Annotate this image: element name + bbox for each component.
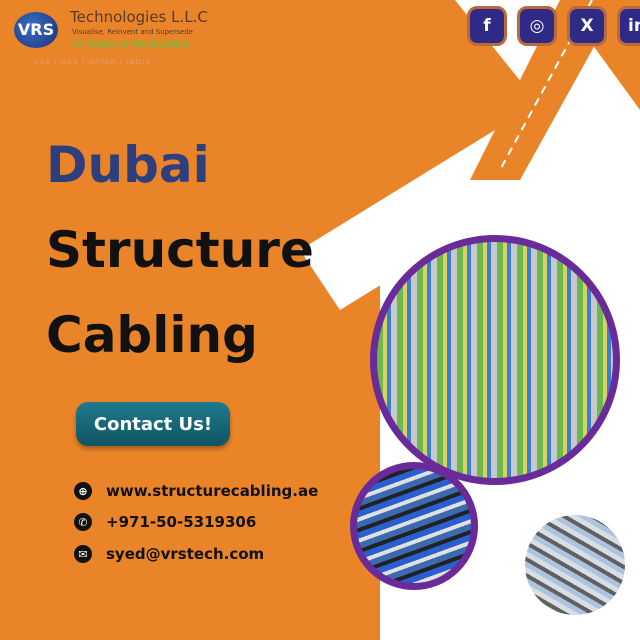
phone-text[interactable]: +971-50-5319306 <box>106 513 257 531</box>
globe-icon: ⊕ <box>74 482 92 500</box>
whatsapp-icon: ✆ <box>74 513 92 531</box>
contact-us-button[interactable]: Contact Us! <box>76 402 230 446</box>
website-text[interactable]: www.structurecabling.ae <box>106 482 319 500</box>
server-rack-photo <box>525 515 625 615</box>
company-logo: VRS Technologies L.L.C Visualise, Reinve… <box>6 4 236 70</box>
logo-globe: VRS <box>14 12 58 48</box>
cable-terminals-photo <box>370 235 620 485</box>
linkedin-icon[interactable]: in <box>617 6 640 46</box>
headline-structure: Structure <box>46 221 314 279</box>
company-name: Technologies L.L.C <box>70 8 208 26</box>
website-item[interactable]: ⊕ www.structurecabling.ae <box>74 482 318 500</box>
email-item[interactable]: ✉ syed@vrstech.com <box>74 545 264 563</box>
email-icon: ✉ <box>74 545 92 563</box>
email-text[interactable]: syed@vrstech.com <box>106 545 265 563</box>
x-icon[interactable]: X <box>567 6 607 46</box>
regions: UAE | USA | QATAR | INDIA <box>34 58 151 66</box>
headline-cabling: Cabling <box>46 306 258 364</box>
headline-dubai: Dubai <box>46 136 210 194</box>
years-badge: 15 YEARS OF EXCELLENCE <box>72 40 190 49</box>
network-switch-photo <box>350 462 478 590</box>
phone-item[interactable]: ✆ +971-50-5319306 <box>74 513 256 531</box>
tagline: Visualise, Reinvent and Supersede <box>72 28 193 36</box>
social-links: f ◎ X in <box>467 6 640 46</box>
instagram-icon[interactable]: ◎ <box>517 6 557 46</box>
facebook-icon[interactable]: f <box>467 6 507 46</box>
